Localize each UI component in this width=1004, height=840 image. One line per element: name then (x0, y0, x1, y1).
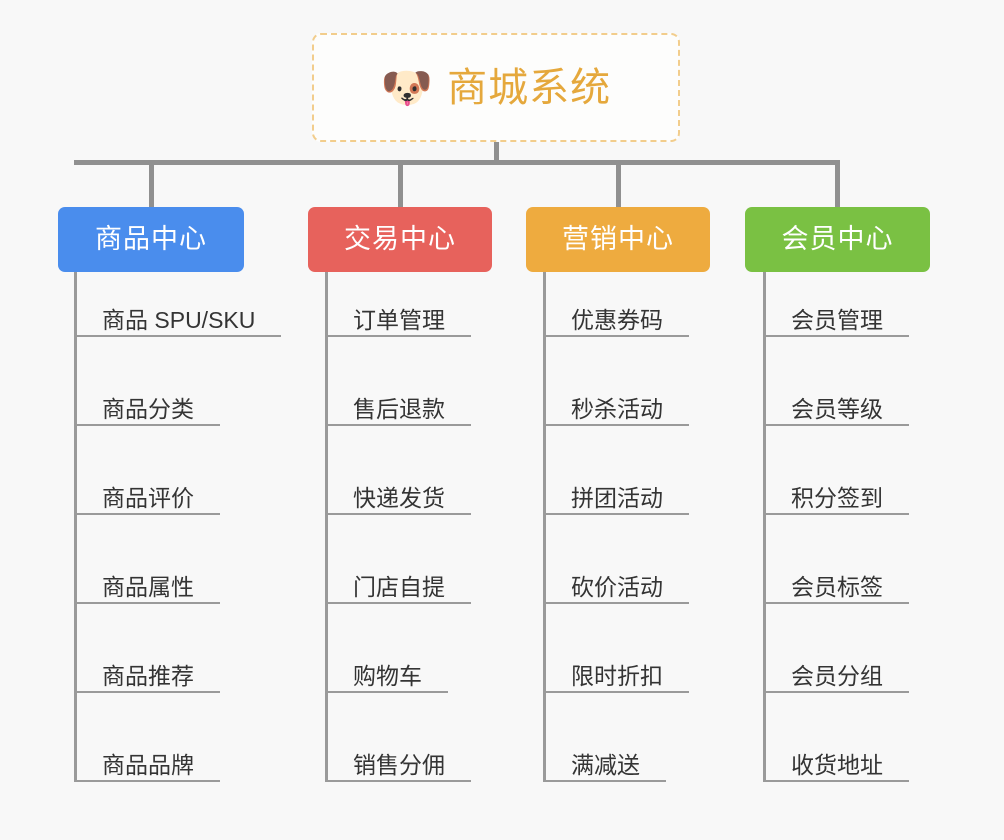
leaf-item-label: 会员等级 (791, 395, 883, 422)
leaf-item-label: 会员分组 (791, 662, 883, 689)
leaf-item-label: 商品分类 (102, 395, 194, 422)
leaf-item[interactable]: 订单管理 (325, 293, 471, 337)
leaf-item[interactable]: 会员分组 (763, 649, 909, 693)
leaf-item-label: 拼团活动 (571, 484, 663, 511)
leaf-item-label: 商品评价 (102, 484, 194, 511)
leaf-item[interactable]: 商品品牌 (74, 738, 220, 782)
root-title: 商城系统 (447, 65, 612, 110)
leaf-item-label: 门店自提 (353, 573, 445, 600)
leaf-item[interactable]: 优惠券码 (543, 293, 689, 337)
root-node[interactable]: 🐶 商城系统 (312, 33, 680, 142)
leaf-item-label: 商品 SPU/SKU (102, 306, 256, 333)
leaf-item[interactable]: 商品 SPU/SKU (74, 293, 281, 337)
root-trunk-connector (494, 142, 499, 164)
leaf-item[interactable]: 购物车 (325, 649, 448, 693)
category-title-marketing-center: 营销中心 (562, 224, 674, 254)
leaf-item[interactable]: 积分签到 (763, 471, 909, 515)
category-header-marketing-center[interactable]: 营销中心 (526, 207, 710, 272)
leaf-item[interactable]: 商品评价 (74, 471, 220, 515)
category-title-trade-center: 交易中心 (344, 224, 456, 254)
leaf-item-label: 购物车 (353, 662, 422, 689)
horizontal-bus-connector (74, 160, 839, 165)
leaf-item[interactable]: 秒杀活动 (543, 382, 689, 426)
leaf-item[interactable]: 商品属性 (74, 560, 220, 604)
branch-drop-connector-trade-center (397, 160, 403, 209)
category-title-product-center: 商品中心 (95, 224, 207, 254)
column-spine-product-center (74, 272, 77, 782)
leaf-item[interactable]: 会员等级 (763, 382, 909, 426)
leaf-item[interactable]: 会员管理 (763, 293, 909, 337)
category-header-trade-center[interactable]: 交易中心 (308, 207, 492, 272)
leaf-item-label: 售后退款 (353, 395, 445, 422)
column-spine-marketing-center (543, 272, 546, 782)
category-header-product-center[interactable]: 商品中心 (58, 207, 244, 272)
leaf-item-label: 商品推荐 (102, 662, 194, 689)
leaf-item[interactable]: 拼团活动 (543, 471, 689, 515)
leaf-item-label: 满减送 (571, 751, 640, 778)
branch-drop-connector-member-center (835, 160, 840, 209)
leaf-item-label: 限时折扣 (571, 662, 663, 689)
leaf-item[interactable]: 砍价活动 (543, 560, 689, 604)
leaf-item-label: 积分签到 (791, 484, 883, 511)
leaf-item-label: 秒杀活动 (571, 395, 663, 422)
leaf-item-label: 收货地址 (791, 751, 883, 778)
leaf-item[interactable]: 收货地址 (763, 738, 909, 782)
column-spine-trade-center (325, 272, 328, 782)
leaf-item[interactable]: 限时折扣 (543, 649, 689, 693)
leaf-item-label: 会员管理 (791, 306, 883, 333)
leaf-item-label: 商品品牌 (102, 751, 194, 778)
category-header-member-center[interactable]: 会员中心 (745, 207, 930, 272)
leaf-item-label: 会员标签 (791, 573, 883, 600)
leaf-item[interactable]: 商品分类 (74, 382, 220, 426)
leaf-item-label: 快递发货 (353, 484, 445, 511)
leaf-item[interactable]: 满减送 (543, 738, 666, 782)
leaf-item[interactable]: 会员标签 (763, 560, 909, 604)
leaf-item[interactable]: 快递发货 (325, 471, 471, 515)
leaf-item-label: 订单管理 (353, 306, 445, 333)
leaf-item[interactable]: 门店自提 (325, 560, 471, 604)
leaf-item[interactable]: 商品推荐 (74, 649, 220, 693)
leaf-item-label: 商品属性 (102, 573, 194, 600)
dog-face-icon: 🐶 (380, 63, 434, 111)
leaf-item-label: 优惠券码 (571, 306, 663, 333)
leaf-item[interactable]: 销售分佣 (325, 738, 471, 782)
branch-drop-connector-marketing-center (615, 160, 621, 209)
leaf-item[interactable]: 售后退款 (325, 382, 471, 426)
category-title-member-center: 会员中心 (781, 224, 894, 254)
column-spine-member-center (763, 272, 766, 782)
leaf-item-label: 销售分佣 (353, 751, 445, 778)
branch-drop-connector-product-center (148, 160, 154, 209)
leaf-item-label: 砍价活动 (571, 573, 663, 600)
